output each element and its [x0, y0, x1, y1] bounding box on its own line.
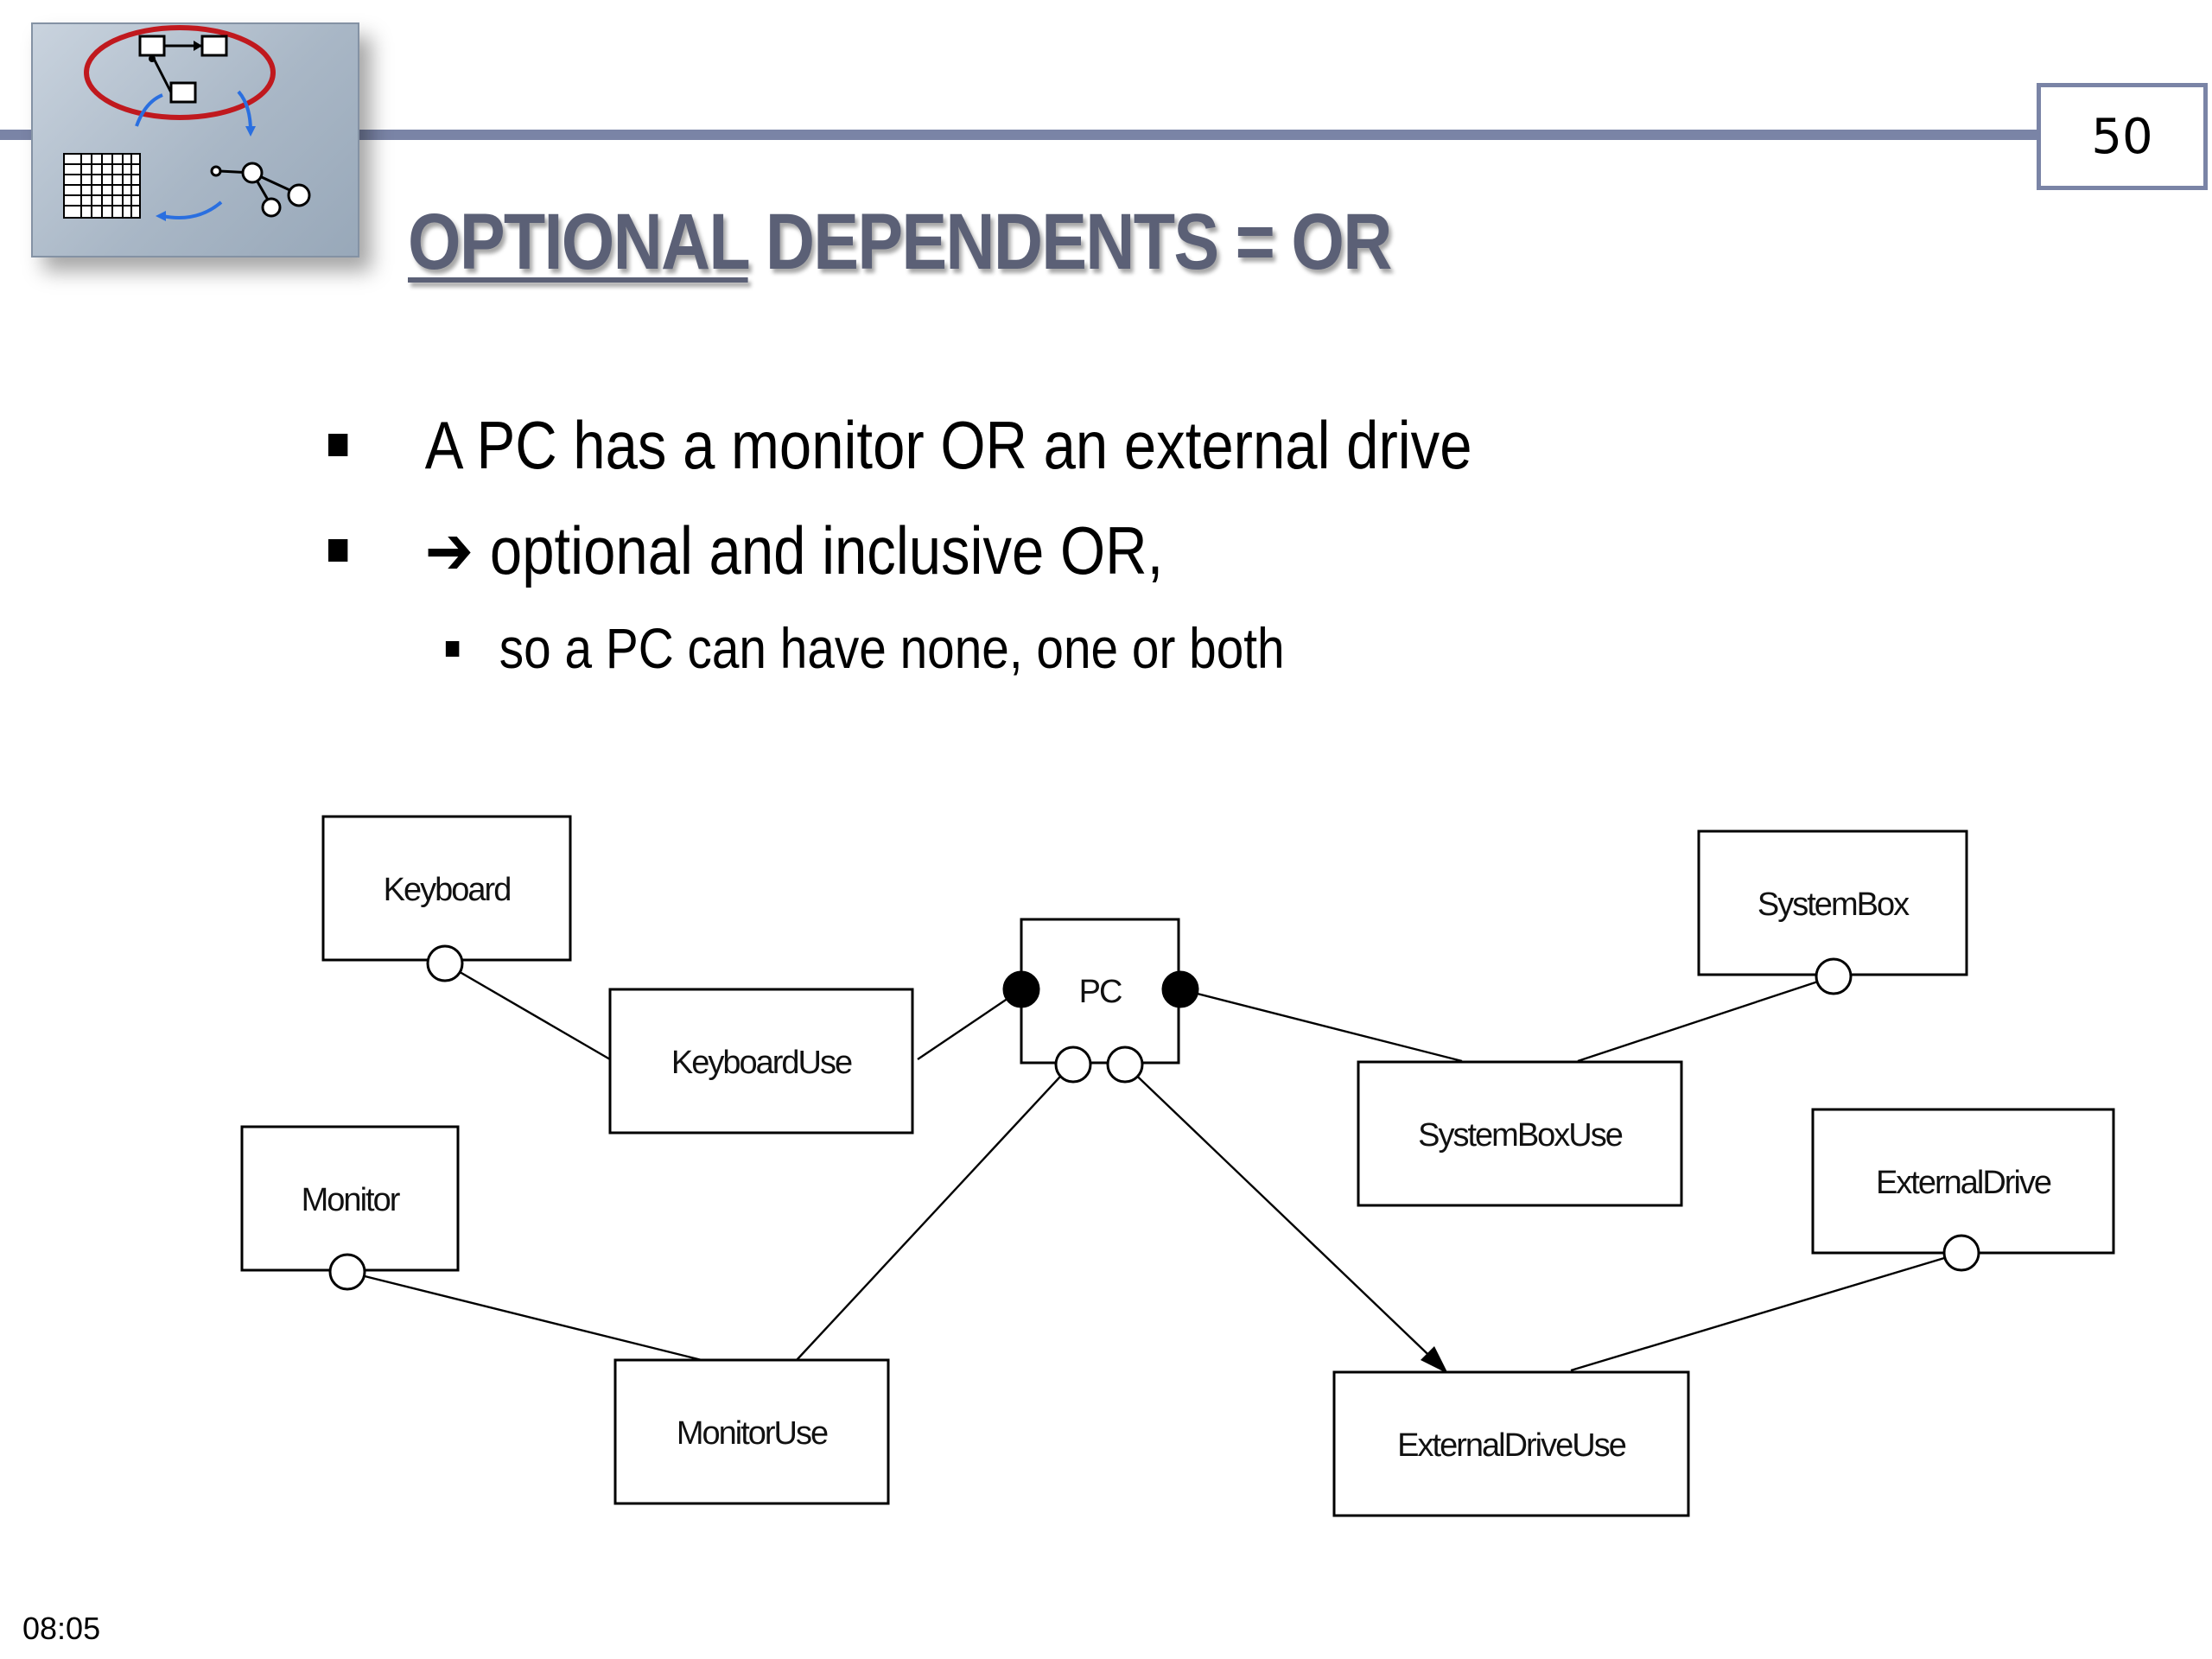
entity-keyboard: Keyboard — [321, 815, 572, 962]
connector-pc-monitoruse — [796, 1064, 1072, 1361]
title-rest: DEPENDENTS = OR — [747, 198, 1393, 286]
course-logo — [31, 22, 359, 257]
mandatory-dot-pc-right — [1161, 970, 1199, 1008]
right-arrow-icon: ➔ — [424, 512, 474, 590]
optional-circle-pc-monitor — [1054, 1046, 1092, 1084]
bullet-item: ➔optional and inclusive OR, — [328, 512, 1472, 617]
bullet-list: A PC has a monitor OR an external drive … — [328, 406, 1472, 710]
subbullet-square-icon — [445, 641, 460, 657]
svg-text:Monitor: Monitor — [302, 1182, 401, 1218]
optional-circle-externaldrive — [1942, 1234, 1980, 1272]
bullet-text: A PC has a monitor OR an external drive — [424, 407, 1472, 483]
connector-keyboarduse-pc — [917, 988, 1022, 1060]
entity-keyboard-use: KeyboardUse — [608, 988, 914, 1135]
mandatory-dot-pc-left — [1002, 970, 1040, 1008]
subbullet-item: so a PC can have none, one or both — [328, 615, 1472, 710]
title-underlined-word: OPTIONAL — [408, 198, 749, 286]
bullet-square-icon — [328, 539, 348, 562]
bullet-item: A PC has a monitor OR an external drive — [328, 406, 1472, 512]
optional-circle-keyboard — [426, 944, 464, 982]
entity-monitor: Monitor — [240, 1125, 460, 1272]
page-number: 50 — [2037, 83, 2208, 190]
subbullet-text: so a PC can have none, one or both — [499, 616, 1285, 680]
connector-monitor-monitoruse — [346, 1270, 702, 1362]
optional-circle-monitor — [328, 1253, 366, 1291]
bullet-square-icon — [328, 434, 348, 456]
connector-keyboard-keyboarduse — [444, 962, 611, 1061]
optional-circle-systembox — [1815, 957, 1853, 995]
entity-system-box: SystemBox — [1697, 830, 1968, 976]
svg-text:KeyboardUse: KeyboardUse — [671, 1045, 852, 1081]
svg-text:PC: PC — [1079, 974, 1122, 1010]
connector-pc-externaldriveuse — [1124, 1064, 1444, 1370]
optional-circle-pc-externaldrive — [1106, 1046, 1144, 1084]
entity-monitor-use: MonitorUse — [613, 1358, 890, 1505]
header-rule — [0, 130, 2039, 140]
svg-text:SystemBox: SystemBox — [1758, 887, 1910, 923]
slide-title: OPTIONAL DEPENDENTS = OR — [408, 197, 1393, 288]
svg-text:Keyboard: Keyboard — [384, 872, 511, 908]
connector-externaldrive-externaldriveuse — [1570, 1251, 1962, 1372]
connector-systembox-systemboxuse — [1577, 975, 1834, 1063]
svg-text:MonitorUse: MonitorUse — [677, 1415, 828, 1452]
entity-system-box-use: SystemBoxUse — [1357, 1060, 1683, 1207]
arrowhead-externaldriveuse — [1421, 1346, 1448, 1374]
connector-pc-systemboxuse — [1179, 988, 1463, 1063]
timestamp: 08:05 — [22, 1611, 101, 1646]
svg-text:ExternalDriveUse: ExternalDriveUse — [1397, 1427, 1626, 1464]
entity-external-drive-use: ExternalDriveUse — [1332, 1370, 1690, 1517]
svg-text:SystemBoxUse: SystemBoxUse — [1418, 1117, 1623, 1154]
bullet-text: optional and inclusive OR, — [489, 512, 1164, 588]
entity-external-drive: ExternalDrive — [1811, 1108, 2115, 1255]
entity-pc: PC — [1020, 918, 1180, 1065]
logo-highlight-ellipse — [84, 25, 276, 120]
svg-text:ExternalDrive: ExternalDrive — [1876, 1165, 2051, 1201]
